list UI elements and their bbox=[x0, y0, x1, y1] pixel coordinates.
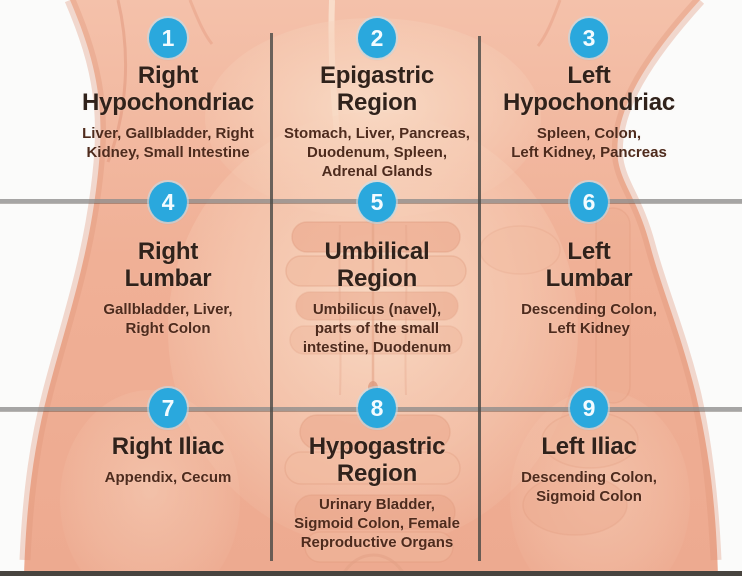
region-number: 7 bbox=[161, 394, 175, 421]
abdomen-muscle-lines bbox=[338, 212, 408, 576]
region-number-badge: 9 bbox=[570, 388, 608, 428]
region-left-iliac: 9 Left Iliac Descending Colon, Sigmoid C… bbox=[477, 388, 701, 506]
region-number: 3 bbox=[582, 24, 596, 51]
region-number: 8 bbox=[370, 394, 384, 421]
region-title: Right Lumbar bbox=[124, 238, 212, 292]
region-number-badge: 8 bbox=[358, 388, 396, 428]
region-hypogastric: 8 Hypogastric Region Urinary Bladder, Si… bbox=[277, 388, 477, 552]
region-title: Left Iliac bbox=[541, 433, 637, 460]
region-number: 6 bbox=[582, 188, 596, 215]
region-organs: Stomach, Liver, Pancreas, Duodenum, Sple… bbox=[284, 125, 470, 180]
region-number-badge: 5 bbox=[358, 182, 396, 222]
region-organs: Urinary Bladder, Sigmoid Colon, Female R… bbox=[294, 496, 460, 551]
column-divider-line-right bbox=[478, 36, 481, 561]
region-right-iliac: 7 Right Iliac Appendix, Cecum bbox=[56, 388, 280, 487]
region-organs: Appendix, Cecum bbox=[104, 469, 232, 486]
region-title: Hypogastric Region bbox=[308, 433, 446, 487]
region-number-badge: 3 bbox=[570, 18, 608, 58]
region-title: Left Lumbar bbox=[545, 238, 633, 292]
region-organs: Spleen, Colon, Left Kidney, Pancreas bbox=[511, 125, 667, 161]
region-title: Umbilical Region bbox=[324, 238, 430, 292]
region-organs: Descending Colon, Sigmoid Colon bbox=[521, 469, 657, 505]
region-number: 9 bbox=[582, 394, 596, 421]
region-number-badge: 1 bbox=[149, 18, 187, 58]
region-title: Right Iliac bbox=[111, 433, 225, 460]
region-right-hypochondriac: 1 Right Hypochondriac Liver, Gallbladder… bbox=[56, 18, 280, 162]
region-number: 1 bbox=[161, 24, 175, 51]
region-organs: Descending Colon, Left Kidney bbox=[521, 301, 657, 337]
bottom-edge-bar bbox=[0, 571, 742, 576]
region-number-badge: 4 bbox=[149, 182, 187, 222]
region-number: 5 bbox=[370, 188, 384, 215]
region-title: Right Hypochondriac bbox=[81, 62, 255, 116]
region-number-badge: 2 bbox=[358, 18, 396, 58]
region-organs: Umbilicus (navel), parts of the small in… bbox=[302, 301, 452, 356]
region-left-hypochondriac: 3 Left Hypochondriac Spleen, Colon, Left… bbox=[477, 18, 701, 162]
region-number-badge: 7 bbox=[149, 388, 187, 428]
region-right-lumbar: 4 Right Lumbar Gallbladder, Liver, Right… bbox=[56, 182, 280, 338]
region-number: 4 bbox=[161, 188, 175, 215]
region-title: Epigastric Region bbox=[319, 62, 435, 116]
region-left-lumbar: 6 Left Lumbar Descending Colon, Left Kid… bbox=[477, 182, 701, 338]
region-number: 2 bbox=[370, 24, 384, 51]
region-epigastric: 2 Epigastric Region Stomach, Liver, Panc… bbox=[277, 18, 477, 181]
intestines-illustration bbox=[284, 207, 639, 563]
region-number-badge: 6 bbox=[570, 182, 608, 222]
column-divider-line-left bbox=[270, 33, 273, 561]
region-title: Left Hypochondriac bbox=[502, 62, 676, 116]
region-organs: Gallbladder, Liver, Right Colon bbox=[103, 301, 233, 337]
region-umbilical: 5 Umbilical Region Umbilicus (navel), pa… bbox=[277, 182, 477, 357]
region-organs: Liver, Gallbladder, Right Kidney, Small … bbox=[82, 125, 254, 161]
